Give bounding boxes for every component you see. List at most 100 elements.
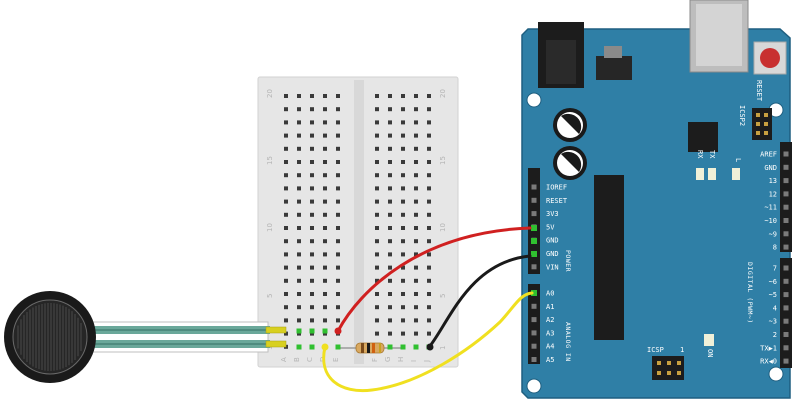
breadboard-hole	[336, 186, 340, 191]
breadboard-hole	[375, 160, 379, 164]
column-letter-b: B	[293, 357, 301, 362]
breadboard-hole	[297, 226, 301, 230]
breadboard-hole	[375, 186, 379, 191]
column-letter-j: J	[423, 360, 431, 363]
row-number-15-right: 15	[439, 156, 447, 165]
breadboard-hole	[297, 212, 301, 217]
icsp-label: ICSP	[647, 346, 664, 354]
breadboard-hole	[310, 265, 314, 270]
digital-top-pin-label: 8	[773, 244, 777, 252]
breadboard-hole	[414, 199, 418, 204]
analog-header-pin	[531, 303, 537, 309]
power-header-pin	[531, 184, 537, 190]
breadboard-hole	[297, 318, 301, 323]
breadboard-hole	[401, 305, 405, 310]
breadboard-hole	[414, 120, 418, 125]
breadboard-hole	[388, 160, 392, 164]
breadboard-hole	[336, 199, 340, 204]
icsp2-label: ICSP2	[738, 105, 746, 126]
breadboard-hole	[427, 186, 431, 191]
digital-bottom-pin	[783, 292, 789, 298]
analog-header-pin-label: A1	[546, 303, 554, 311]
breadboard-hole	[375, 252, 379, 257]
breadboard-hole	[401, 94, 405, 98]
icsp2-header	[752, 108, 772, 140]
breadboard-hole	[401, 160, 405, 164]
column-letter-f: F	[371, 358, 379, 362]
breadboard-hole	[284, 133, 288, 138]
row-number-5-left: 5	[266, 294, 274, 298]
digital-bottom-pin-label: RX◀0	[760, 358, 777, 366]
breadboard: 20 15 10 5 1 20 15 10 5 1 A B C D E F G …	[257, 76, 459, 368]
breadboard-hole	[323, 133, 327, 138]
breadboard-hole	[310, 226, 314, 230]
breadboard-hole	[375, 146, 379, 151]
digital-section-label: DIGITAL (PWM~)	[746, 262, 754, 324]
icsp-pin	[667, 371, 671, 375]
breadboard-hole	[336, 278, 340, 283]
breadboard-hole	[388, 199, 392, 204]
red-wire-end	[334, 327, 342, 335]
breadboard-hole	[427, 305, 431, 310]
analog-header-pin-label: A5	[546, 356, 554, 364]
breadboard-hole	[388, 278, 392, 283]
black-wire-end	[426, 343, 434, 351]
breadboard-hole	[323, 239, 327, 244]
breadboard-hole	[414, 94, 418, 98]
breadboard-hole	[323, 160, 327, 164]
digital-top-pin-label: ~11	[764, 204, 777, 212]
breadboard-hole	[310, 120, 314, 125]
breadboard-holes	[284, 94, 431, 349]
breadboard-hole	[284, 146, 288, 151]
force-sensitive-resistor	[4, 291, 287, 383]
digital-bottom-pin	[783, 305, 789, 311]
wires	[322, 226, 534, 393]
breadboard-hole	[375, 331, 379, 336]
digital-top-pin	[783, 244, 789, 250]
analog-pin-active	[531, 290, 537, 296]
breadboard-hole	[401, 120, 405, 125]
breadboard-hole	[297, 292, 301, 296]
breadboard-hole	[388, 107, 392, 112]
breadboard-hole	[310, 212, 314, 217]
breadboard-hole	[336, 252, 340, 257]
breadboard-hole	[310, 199, 314, 204]
rx-led	[696, 168, 704, 180]
breadboard-hole	[336, 318, 340, 323]
power-header-pin-label: GND	[546, 250, 559, 258]
breadboard-hole	[427, 239, 431, 244]
breadboard-hole	[336, 160, 340, 164]
breadboard-hole	[401, 173, 405, 178]
breadboard-active-hole	[309, 328, 315, 334]
digital-top-pin-label: 13	[769, 177, 777, 185]
breadboard-hole	[323, 186, 327, 191]
row-number-15-left: 15	[266, 156, 274, 165]
breadboard-hole	[427, 133, 431, 138]
breadboard-hole	[427, 160, 431, 164]
breadboard-hole	[414, 252, 418, 257]
analog-header-pin-label: A3	[546, 329, 554, 337]
power-pin-active	[531, 251, 537, 257]
digital-top-pin	[783, 218, 789, 223]
breadboard-hole	[297, 186, 301, 191]
digital-bottom-pin	[783, 265, 789, 271]
breadboard-hole	[427, 292, 431, 296]
breadboard-hole	[375, 226, 379, 230]
breadboard-hole	[323, 318, 327, 323]
breadboard-hole	[414, 239, 418, 244]
digital-top-pin-label: ~9	[769, 230, 777, 238]
reset-button-cap[interactable]	[760, 48, 780, 68]
breadboard-hole	[323, 226, 327, 230]
digital-bottom-pin	[783, 345, 789, 351]
breadboard-hole	[388, 318, 392, 323]
breadboard-hole	[297, 94, 301, 98]
row-number-1-right: 1	[439, 346, 447, 350]
breadboard-active-hole	[296, 344, 302, 350]
breadboard-hole	[336, 146, 340, 151]
breadboard-hole	[375, 173, 379, 178]
analog-header-pin-label: A2	[546, 316, 554, 324]
breadboard-hole	[375, 318, 379, 323]
breadboard-hole	[401, 252, 405, 257]
breadboard-center-channel	[354, 80, 364, 364]
breadboard-hole	[388, 186, 392, 191]
